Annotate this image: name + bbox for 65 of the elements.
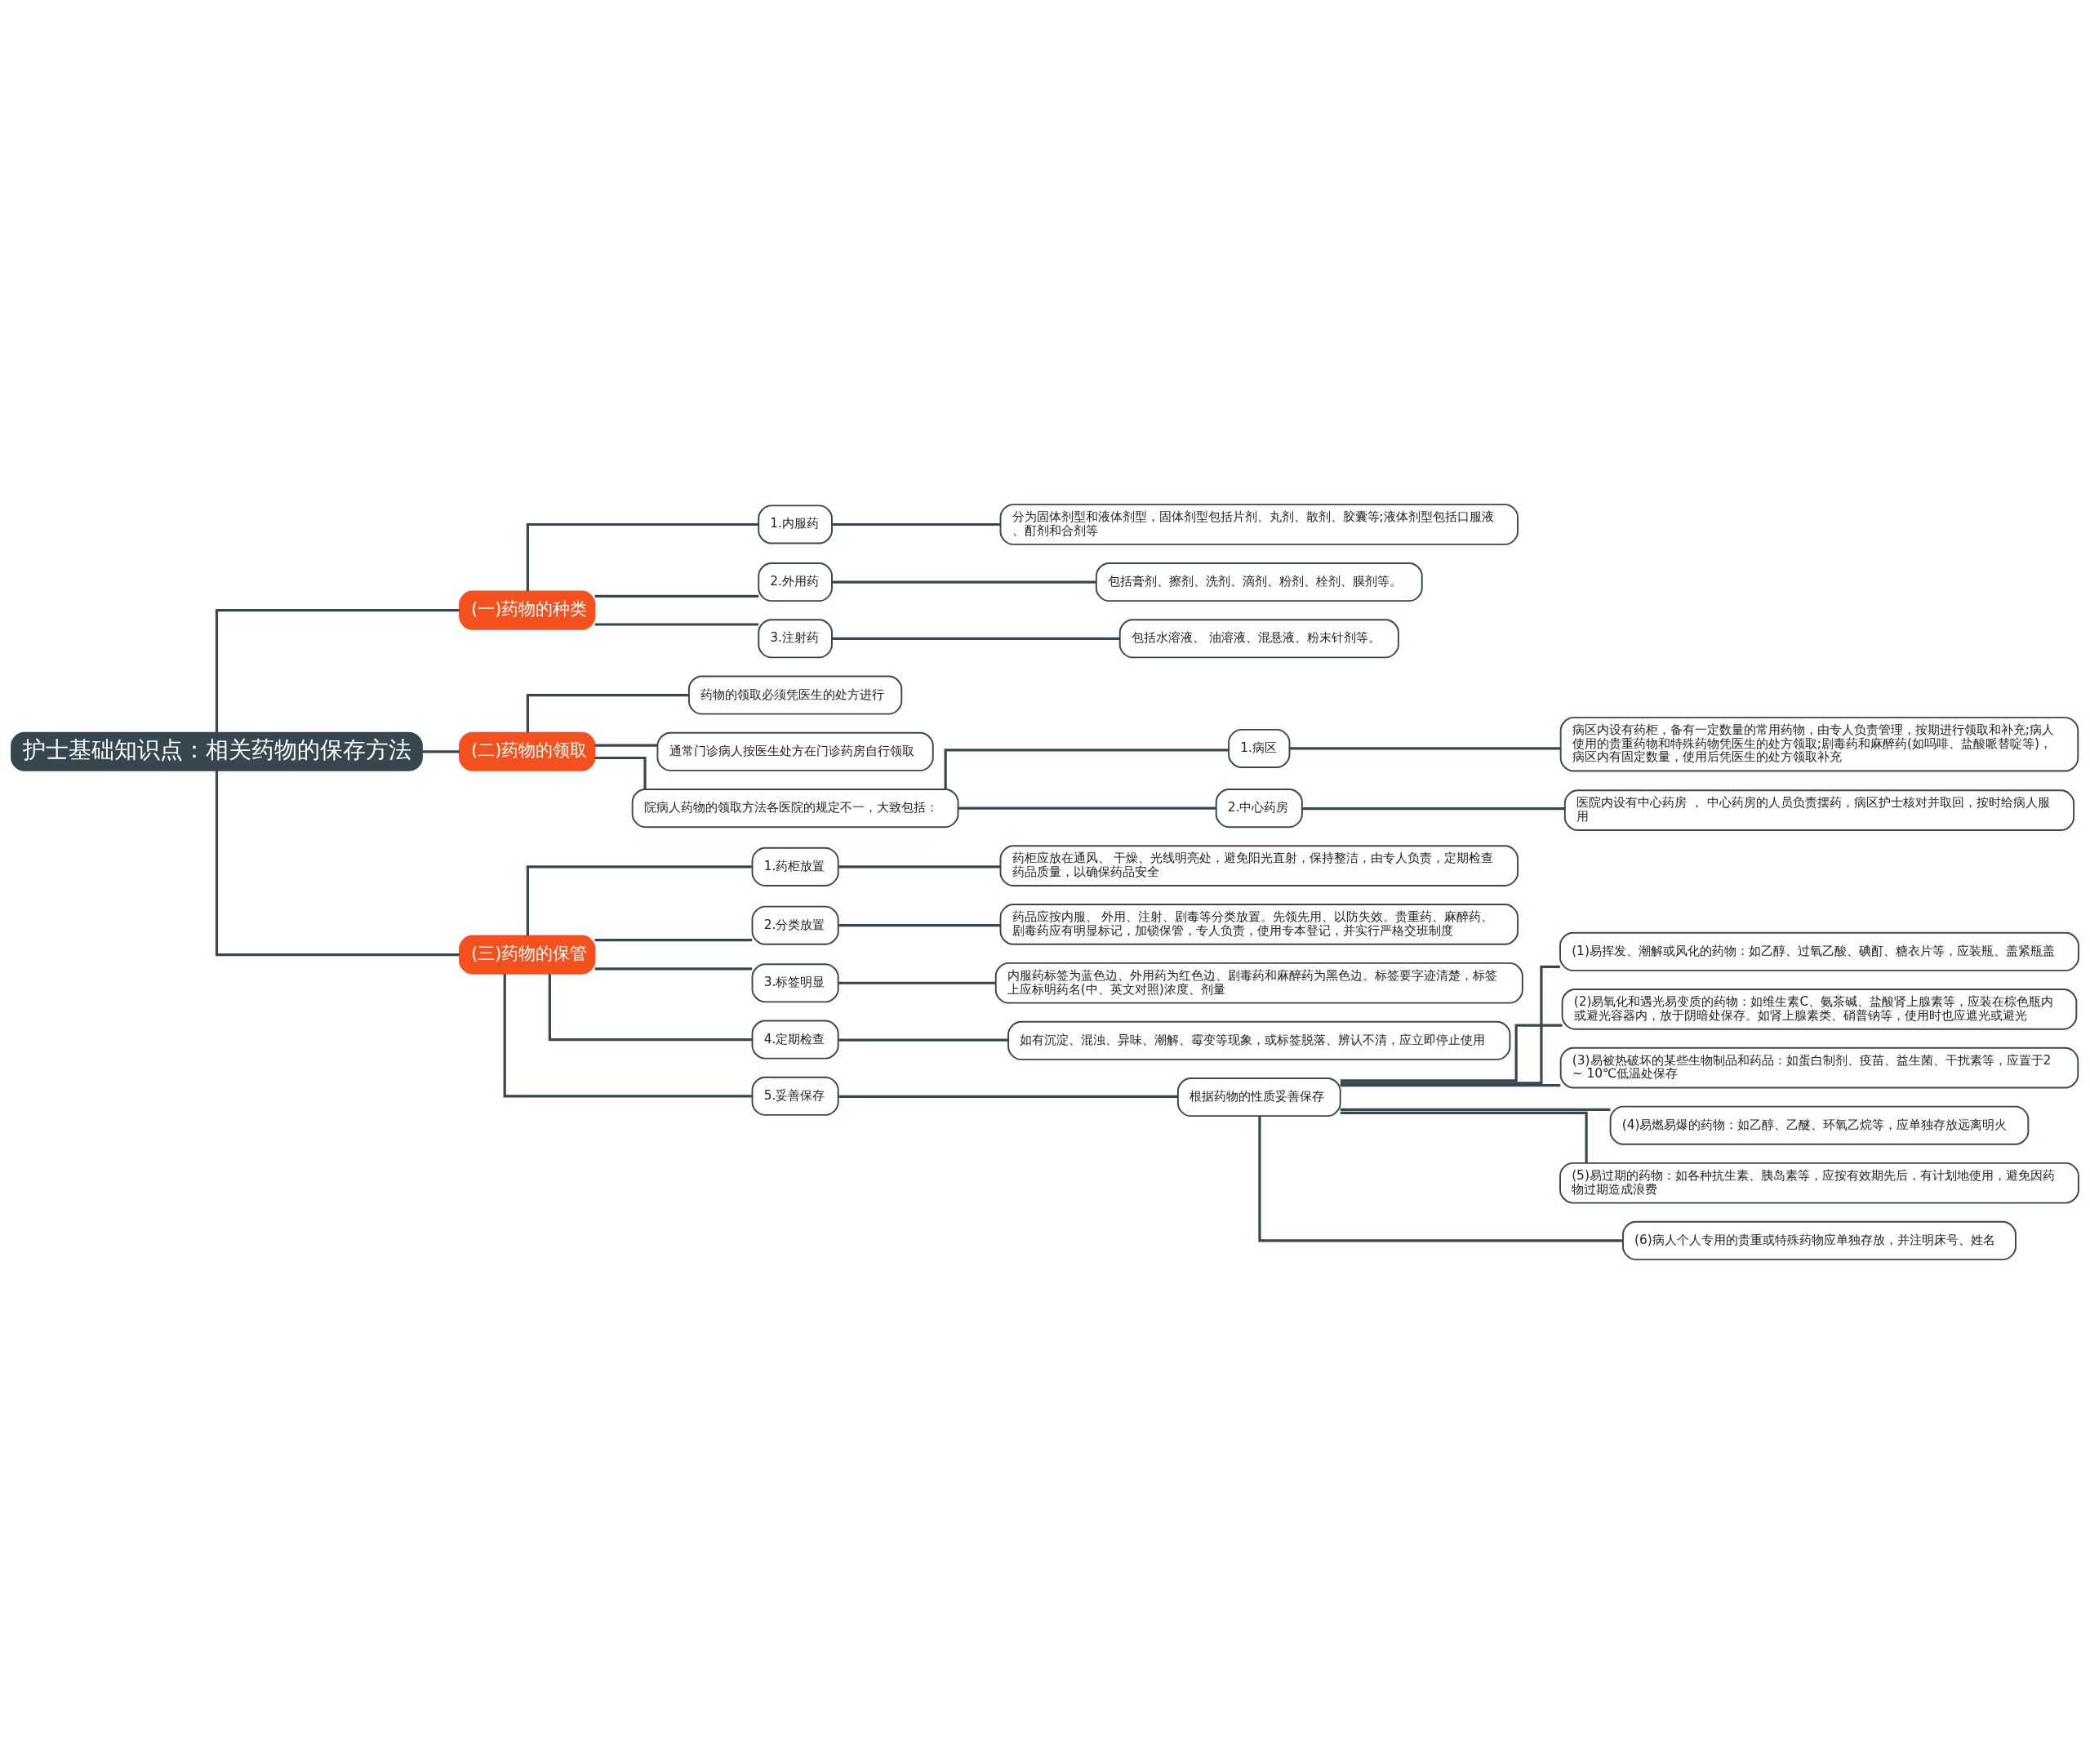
node-box: 通常门诊病人按医生处方在门诊药房自行领取 [656,731,934,771]
node-box: (2)易氧化和遇光易变质的药物：如维生素C、氨茶碱、盐酸肾上腺素等，应装在棕色瓶内或避光容器内，放于阴暗处保存。如肾上腺素类、硝普钠等，使用时也应遮光或避光 [1561,989,2078,1030]
connector [594,594,759,598]
connector [215,609,460,733]
node-box: (3)易被热破坏的某些生物制品和药品：如蛋白制剂、疫苗、益生菌、干扰素等，应置于2 ~ 10℃低温处保存 [1559,1046,2079,1089]
node-box: (5)易过期的药物：如各种抗生素、胰岛素等，应按有效期先后，有计划地使用，避免因药物过期造成浪费 [1559,1162,2079,1204]
connector [594,967,753,971]
connector [422,750,460,753]
node-box: 根据药物的性质妥善保存 [1176,1078,1341,1117]
node-box: 5.妥善保存 [751,1076,839,1116]
node-box: (一)药物的种类 [459,590,596,630]
connector [215,771,460,957]
connector [832,580,1096,584]
connector [594,939,753,942]
connector [832,637,1120,640]
node-box: 病区内设有药柜，备有一定数量的常用药物，由专人负责管理，按期进行领取和补充;病人使用的贵重药物和特殊药物凭医生的处方领取;剧毒药和麻醉药(如吗啡、盐酸哌替啶等)，病区内有固定数量，使用后凭医生的处方领取补充 [1559,717,2079,772]
node-box: 2.外用药 [758,562,833,602]
node-box: 3.注射药 [758,619,833,659]
connector [1289,747,1561,750]
connector [594,623,759,626]
node-box: 如有沉淀、混浊、异味、潮解、霉变等现象，或标签脱落、辨认不清，应立即停止使用 [1007,1020,1511,1060]
connector [594,744,658,747]
node-box: (6)病人个人专用的贵重或特殊药物应单独存放，并注明床号、姓名 [1622,1220,2017,1260]
connector [838,1038,1008,1042]
connector [832,522,1001,527]
node-box: 分为固体剂型和液体剂型，固体剂型包括片剂、丸剂、散剂、胶囊等;液体剂型包括口服液、酊剂和合剂等 [999,504,1519,545]
node-box: (二)药物的领取 [459,731,596,771]
node-box: 内服药标签为蓝色边、外用药为红色边、剧毒药和麻醉药为黑色边。标签要字迹清楚，标签上应标明药名(中、英文对照)浓度、剂量 [994,962,1523,1004]
node-box: 2.分类放置 [751,905,839,945]
node-box: 药柜应放在通风、 干燥、光线明亮处，避免阳光直射，保持整洁，由专人负责，定期检查药品质量，以确保药品安全 [999,845,1519,886]
connector [1302,807,1565,811]
connector [958,806,1216,810]
connector [838,981,996,984]
node-box: 医院内设有中心药房 ， 中心药房的人员负责摆药，病区护士核对并取回，按时给病人服用 [1563,789,2075,831]
node-box: 药品应按内服、 外用、注射、剧毒等分类放置。先领先用、以防失效。贵重药、麻醉药、剧毒药应有明显标记，加锁保管，专人负责，使用专本登记，并实行严格交班制度 [999,904,1519,945]
connector [1258,1116,1623,1242]
node-box: 3.标签明显 [751,963,839,1003]
connector [548,974,753,1042]
node-box: 2.中心药房 [1215,789,1303,829]
connector [503,974,753,1098]
connector [838,1095,1178,1099]
node-box: (4)易燃易爆的药物：如乙醇、乙醚、环氧乙烷等，应单独存放远离明火 [1609,1105,2030,1145]
connector [594,756,647,789]
connector [1340,1111,1588,1163]
connector [838,924,1001,927]
connector [944,749,1229,789]
connector [838,865,1001,869]
node-box: 1.内服药 [758,504,833,544]
node-box: 1.药柜放置 [751,846,839,886]
node-box: 院病人药物的领取方法各医院的规定不一，大致包括： [631,789,959,829]
connector [526,522,758,592]
connector [1340,1024,1563,1082]
connector [1340,1108,1611,1112]
node-box: 包括膏剂、擦剂、洗剂、滴剂、粉剂、栓剂、膜剂等。 [1095,562,1423,602]
connector [526,693,689,733]
node-box: 包括水溶液、 油溶液、混悬液、粉末针剂等。 [1118,619,1399,659]
node-box: (三)药物的保管 [459,935,596,975]
node-box: 1.病区 [1228,728,1291,768]
node-box: 药物的领取必须凭医生的处方进行 [687,675,903,715]
node-box: 4.定期检查 [751,1020,839,1060]
connector [1340,1084,1561,1087]
node-box: (1)易挥发、潮解或风化的药物：如乙醇、过氧乙酸、碘酊、糖衣片等，应装瓶、盖紧瓶盖 [1559,931,2079,971]
connector [1340,965,1560,1085]
connector [526,865,753,936]
node-box: 护士基础知识点：相关药物的保存方法 [11,731,423,771]
